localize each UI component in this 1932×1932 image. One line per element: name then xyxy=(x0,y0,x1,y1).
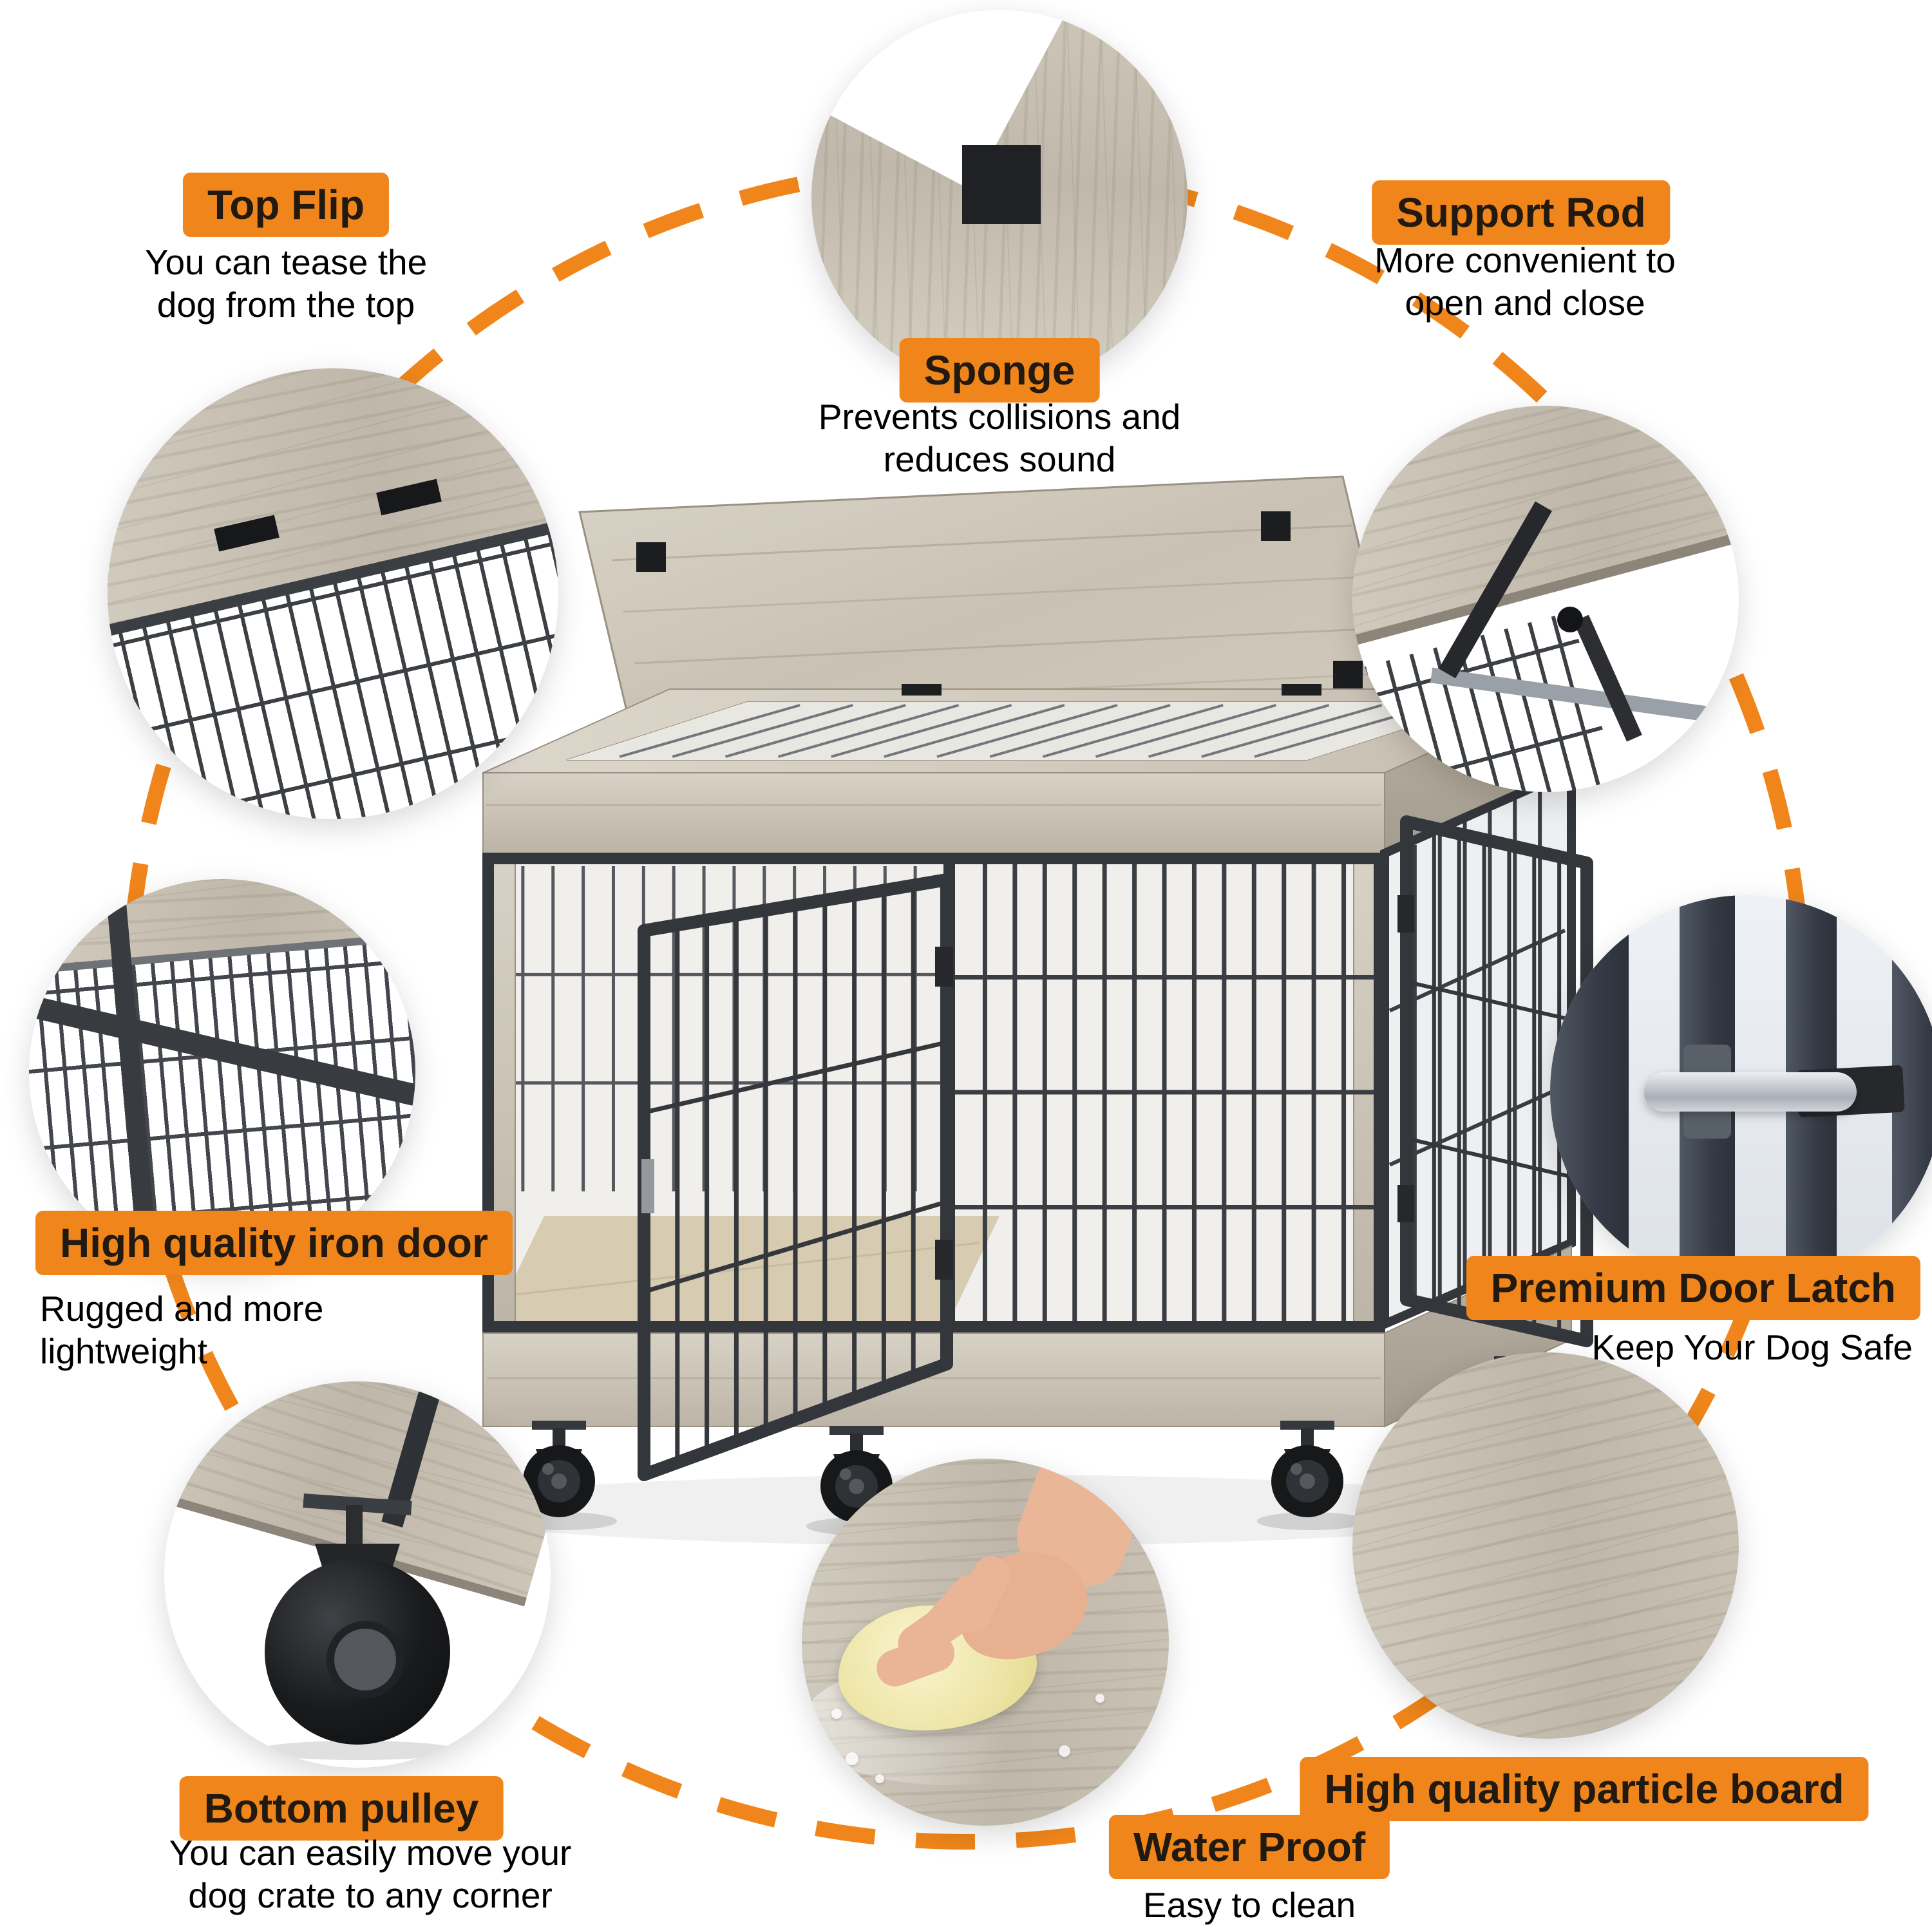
wheel-reflection xyxy=(257,1741,458,1760)
latch-graphic xyxy=(1644,1072,1857,1112)
feature-desc-door-latch: Keep Your Dog Safe xyxy=(1591,1327,1913,1367)
water-droplet xyxy=(1059,1745,1070,1757)
feature-desc-water-proof: Easy to clean xyxy=(1142,1885,1356,1925)
callout-photo-top-flip xyxy=(108,368,558,819)
callout-photo-support-rod xyxy=(1352,406,1739,792)
callout-photo-bottom-pulley xyxy=(164,1381,551,1768)
water-droplet xyxy=(831,1708,842,1719)
feature-desc-top-flip: You can tease the dog from the top xyxy=(144,242,428,325)
rod-joint xyxy=(1557,607,1583,632)
sponge-pad-graphic xyxy=(961,145,1041,224)
side-mesh-panel xyxy=(1380,763,1576,1331)
water-droplet xyxy=(875,1774,884,1784)
door-bar xyxy=(1550,895,1629,1288)
feature-desc-iron-door: Rugged and more lightweight xyxy=(40,1289,324,1371)
callout-photo-door-latch xyxy=(1550,895,1932,1288)
feature-label-water-proof: Water Proof xyxy=(1108,1815,1390,1879)
callout-photo-sponge xyxy=(811,10,1188,386)
feature-desc-bottom-pulley: You can easily move your dog crate to an… xyxy=(169,1833,572,1915)
feature-desc-sponge: Prevents collisions and reduces sound xyxy=(818,397,1181,479)
callout-photo-particle-board xyxy=(1352,1352,1739,1739)
callout-photo-iron-door xyxy=(29,879,415,1265)
feature-label-particle-board: High quality particle board xyxy=(1300,1757,1869,1821)
front-door-open-graphic xyxy=(638,873,953,1481)
feature-label-top-flip: Top Flip xyxy=(182,173,390,237)
feature-label-support-rod: Support Rod xyxy=(1372,180,1671,245)
hand-wiping-graphic xyxy=(802,1459,1169,1826)
feature-label-bottom-pulley: Bottom pulley xyxy=(179,1776,504,1841)
water-droplet xyxy=(1095,1693,1104,1703)
feature-label-iron-door: High quality iron door xyxy=(35,1211,513,1275)
water-droplet xyxy=(846,1752,859,1765)
feature-label-sponge: Sponge xyxy=(899,338,1100,402)
callout-photo-water-proof xyxy=(802,1459,1169,1826)
crate-base xyxy=(482,1245,1572,1428)
particle-board-texture xyxy=(1352,1352,1739,1739)
feature-label-door-latch: Premium Door Latch xyxy=(1466,1256,1920,1320)
feature-desc-support-rod: More convenient to open and close xyxy=(1374,240,1676,323)
caster-hub xyxy=(327,1621,404,1698)
front-mesh-panel xyxy=(482,853,1385,1332)
dog-crate-graphic xyxy=(425,475,1593,1546)
